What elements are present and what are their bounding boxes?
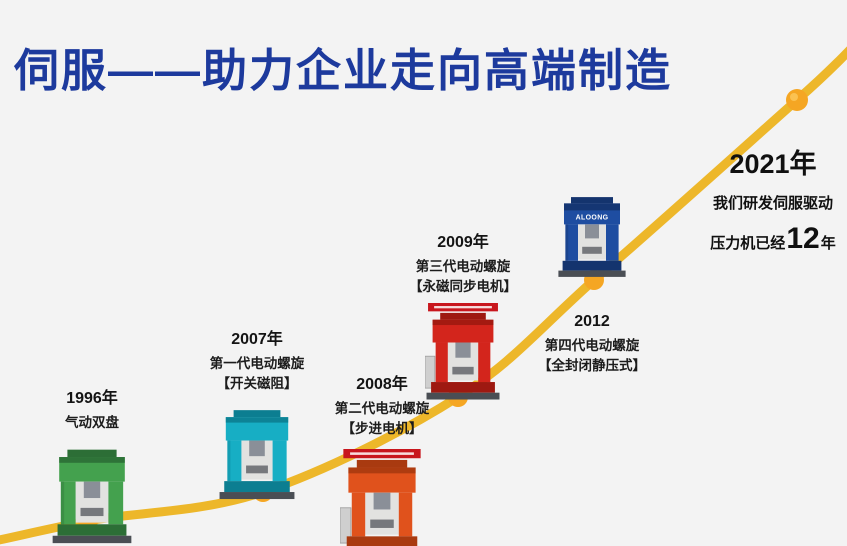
milestone-line: 第三代电动螺旋	[415, 259, 511, 274]
milestone-year: 2007年	[231, 331, 283, 348]
milestone-2008: 2008年 第二代电动螺旋 【步进电机】	[320, 370, 444, 546]
press-2012-icon: ALOONG	[558, 197, 626, 277]
milestone-2007: 2007年 第一代电动螺旋 【开关磁阻】	[193, 325, 321, 501]
endpoint-line2: 压力机已经12年	[698, 222, 847, 256]
milestone-2012: ALOONG 2012 第四代电动螺旋 【全封闭静压式】	[528, 182, 656, 376]
milestone-line: 第一代电动螺旋	[209, 356, 305, 371]
milestone-year: 2012	[574, 313, 610, 330]
page-title: 伺服——助力企业走向高端制造	[14, 45, 673, 96]
endpoint-line1: 我们研发伺服驱动	[712, 195, 833, 212]
timeline-node-2021	[786, 89, 808, 111]
endpoint-2021: 2021年 我们研发伺服驱动 压力机已经12年	[698, 142, 847, 256]
milestone-caption: 1996年 气动双盘	[33, 384, 151, 433]
milestone-line: 【全封闭静压式】	[538, 358, 646, 373]
milestone-year: 2008年	[356, 376, 408, 393]
milestone-caption: 2008年 第二代电动螺旋 【步进电机】	[320, 370, 444, 439]
milestone-line: 第四代电动螺旋	[544, 338, 640, 353]
machine-brand-label: ALOONG	[576, 215, 609, 222]
milestone-line: 【永磁同步电机】	[409, 279, 517, 294]
milestone-line: 第二代电动螺旋	[334, 401, 430, 416]
press-1996-icon	[52, 449, 132, 544]
milestone-caption: 2007年 第一代电动螺旋 【开关磁阻】	[193, 325, 321, 394]
endpoint-line2-suffix: 年	[820, 235, 836, 252]
press-2008-icon	[340, 449, 421, 546]
milestone-line: 【开关磁阻】	[216, 376, 298, 391]
milestone-year: 2009年	[437, 234, 489, 251]
milestone-line: 气动双盘	[65, 415, 119, 430]
press-2009-icon	[425, 303, 500, 400]
milestone-caption: 2012 第四代电动螺旋 【全封闭静压式】	[528, 313, 656, 376]
endpoint-years-number: 12	[786, 222, 820, 255]
endpoint-year: 2021年	[729, 149, 817, 179]
milestone-line: 【步进电机】	[341, 421, 423, 436]
milestone-caption: 2009年 第三代电动螺旋 【永磁同步电机】	[402, 228, 524, 297]
timeline-node-highlight	[790, 93, 798, 101]
endpoint-line2-prefix: 压力机已经	[710, 235, 786, 252]
milestone-year: 1996年	[66, 390, 118, 407]
milestone-1996: 1996年 气动双盘	[33, 384, 151, 546]
milestone-2009: 2009年 第三代电动螺旋 【永磁同步电机】	[402, 228, 524, 402]
press-2007-icon	[219, 410, 295, 500]
